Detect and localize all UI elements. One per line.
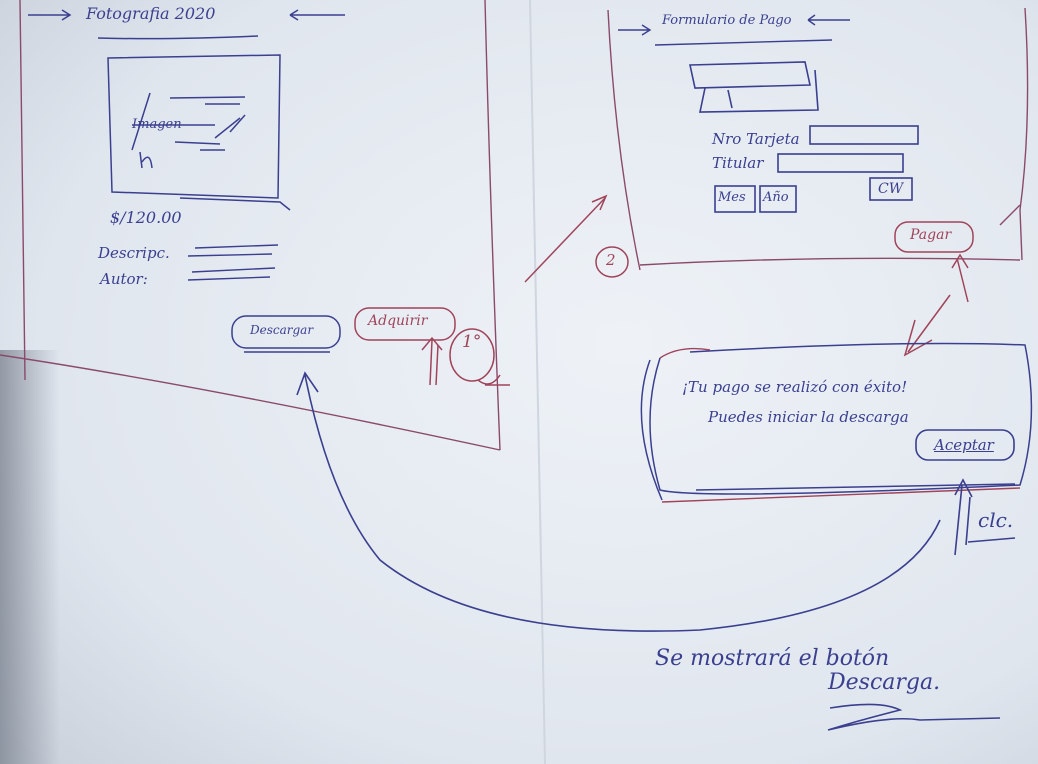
detail-lines: [187, 244, 279, 281]
paper-fold: [529, 0, 546, 764]
click-note: clc.: [978, 508, 1014, 532]
screen1-title-arrows: [28, 9, 345, 40]
month-field[interactable]: Mes: [718, 190, 746, 205]
image-placeholder: [107, 54, 291, 211]
screen2-title: Formulario de Pago: [662, 13, 792, 28]
flow-arrow-to-dialog: [903, 253, 969, 357]
download-button-shape: [231, 315, 341, 353]
step1-marker: [421, 328, 510, 386]
cvv-input: [869, 177, 913, 201]
author-label: Autor:: [100, 270, 148, 288]
screen2-title-arrows: [618, 14, 850, 46]
pay-button[interactable]: Pagar: [910, 227, 952, 243]
accept-button-shape: [915, 429, 1015, 461]
step1-number: 1°: [462, 332, 482, 352]
screen1-frame: [0, 0, 501, 451]
note-squiggle: [827, 703, 1001, 731]
price-text: $/120.00: [110, 208, 182, 227]
pay-button-shape: [894, 221, 974, 253]
screen1-title: Fotografia 2020: [86, 4, 216, 23]
buy-button-shape: [354, 307, 456, 341]
screen2-frame: [607, 7, 1029, 271]
card-number-label: Nro Tarjeta: [712, 130, 800, 148]
click-arrow: [954, 478, 1016, 556]
dialog-message-line1: ¡Tu pago se realizó con éxito!: [682, 378, 908, 396]
dialog-accent: [659, 347, 1021, 503]
flow-arrow-to-form: [524, 194, 608, 283]
flow-arrow-to-download: [296, 371, 941, 632]
holder-input: [777, 153, 904, 173]
year-field[interactable]: Año: [763, 190, 789, 205]
bottom-note-line1: Se mostrará el botón: [655, 646, 890, 671]
step2-number: 2: [606, 251, 616, 269]
dialog-message-line2: Puedes iniciar la descarga: [708, 408, 909, 426]
holder-label: Titular: [712, 154, 764, 172]
card-number-input: [809, 125, 919, 145]
step2-marker: [595, 246, 629, 278]
form-input-shapes: [714, 125, 919, 213]
bottom-note-line2: Descarga.: [828, 670, 941, 695]
month-input: [714, 185, 756, 213]
paper-shadow: [0, 350, 60, 764]
cvv-field[interactable]: CW: [878, 181, 904, 197]
card-graphic: [689, 61, 819, 113]
download-button[interactable]: Descargar: [250, 323, 314, 337]
image-label: Imagen: [132, 117, 182, 132]
buy-button[interactable]: Adquirir: [368, 313, 428, 329]
year-input: [759, 185, 797, 213]
accept-button[interactable]: Aceptar: [934, 436, 994, 454]
description-label: Descripc.: [98, 244, 170, 262]
